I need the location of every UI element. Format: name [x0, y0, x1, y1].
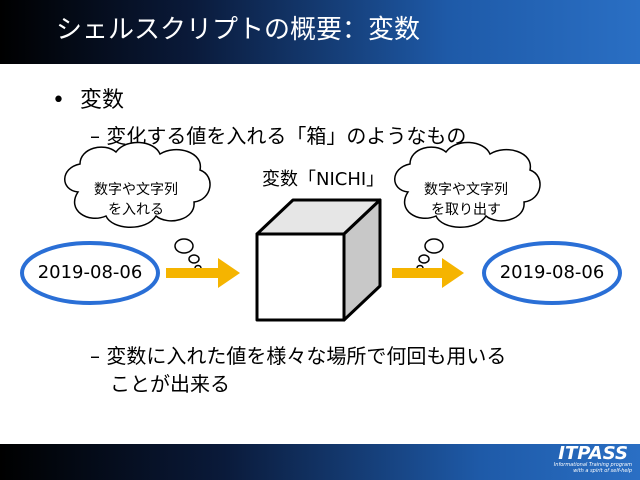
bullet-heading: 変数: [80, 88, 125, 113]
variable-box: [255, 198, 382, 322]
cloud-right-text: 数字や文字列 を取り出す: [424, 182, 508, 218]
sub-bullet-1: – 変化する値を入れる「箱」のようなもの: [90, 124, 467, 148]
sub-bullet-2-continued: ことが出来る: [110, 372, 230, 396]
sub-bullet-2: – 変数に入れた値を様々な場所で何回も用いる: [90, 344, 507, 368]
itpass-logo: ITPASS: [558, 443, 628, 464]
cloud-left: [64, 141, 211, 272]
value-ellipse-left: [20, 241, 160, 305]
itpass-tagline: Informational Training program with a sp…: [553, 462, 632, 474]
value-left: 2019-08-06: [37, 262, 143, 283]
bullet-dot: •: [52, 88, 65, 113]
cloud-right: [394, 141, 541, 272]
cloud-left-text: 数字や文字列 を入れる: [94, 182, 178, 218]
slide-title: シェルスクリプトの概要：変数: [56, 15, 421, 45]
title-bar: [0, 0, 640, 64]
value-ellipse-right: [482, 241, 622, 305]
arrow-in: [166, 258, 240, 288]
variable-name-label: 変数「NICHI」: [262, 169, 385, 190]
footer-bar: [0, 444, 640, 480]
arrow-out: [392, 258, 464, 288]
value-right: 2019-08-06: [499, 262, 605, 283]
